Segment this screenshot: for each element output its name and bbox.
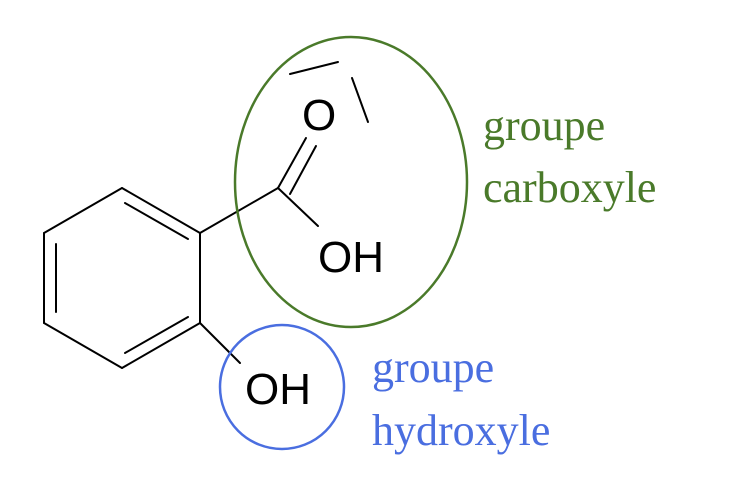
carboxyl-label-line1: groupe bbox=[483, 101, 605, 150]
carboxyl-label-line2: carboxyle bbox=[483, 163, 656, 212]
hydroxyl-label-line1: groupe bbox=[372, 343, 494, 392]
carboxyl-bonds bbox=[199, 61, 369, 234]
ring-bond bbox=[43, 187, 123, 234]
carbon-to-hydroxyl-bond bbox=[277, 187, 319, 227]
carbonyl-oxygen-label: O bbox=[302, 91, 336, 140]
lone-pair-top bbox=[289, 61, 339, 75]
lone-pair-right bbox=[351, 77, 369, 123]
hydroxyl-group-circle bbox=[218, 323, 346, 451]
ring-inner-double-bond bbox=[124, 202, 189, 240]
ring-inner-double-bond bbox=[124, 316, 189, 354]
carbonyl-double-bond-b bbox=[289, 145, 317, 195]
phenol-hydroxyl-label: OH bbox=[245, 365, 311, 414]
ring-to-phenol-oxygen-bond bbox=[199, 322, 241, 364]
ring-bond bbox=[121, 187, 201, 234]
ring-to-carboxyl-carbon-bond bbox=[199, 187, 279, 234]
acid-hydroxyl-label: OH bbox=[318, 233, 384, 282]
hydroxyl-label-line2: hydroxyle bbox=[372, 406, 550, 455]
benzene-ring bbox=[43, 187, 201, 369]
ring-bond bbox=[43, 322, 123, 369]
ring-bond bbox=[121, 322, 201, 369]
carboxyl-group-ellipse bbox=[233, 35, 469, 329]
carbonyl-double-bond-a bbox=[277, 137, 307, 189]
